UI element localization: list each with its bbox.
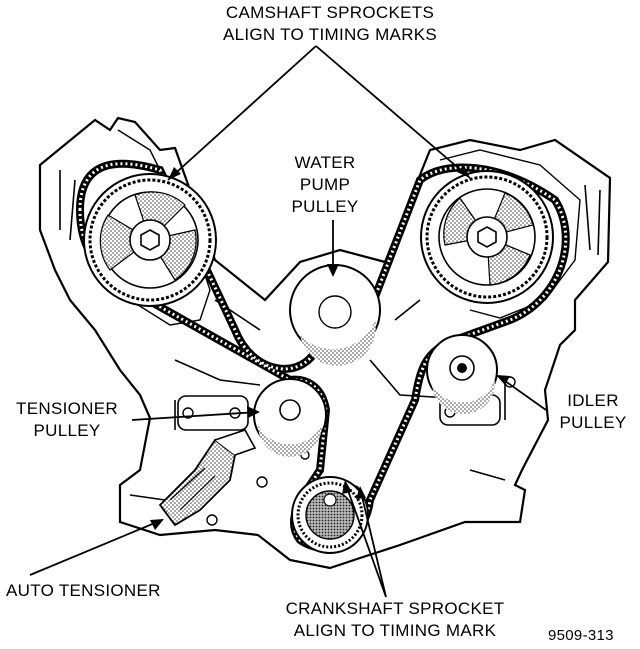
water-pump-label-line-3: PULLEY xyxy=(291,197,359,216)
tensioner-label-line-1: TENSIONER xyxy=(16,399,118,418)
crankshaft-sprocket xyxy=(291,476,369,554)
camshaft-sprockets-label: CAMSHAFT SPROCKETS ALIGN TO TIMING MARKS xyxy=(160,2,500,46)
camshaft-label-line-2: ALIGN TO TIMING MARKS xyxy=(222,25,438,44)
left-camshaft-sprocket xyxy=(83,173,217,307)
idler-pulley xyxy=(426,334,498,415)
figure-number: 9509-313 xyxy=(548,627,614,644)
callout-leaders xyxy=(29,45,547,598)
water-pump-label-line-2: PUMP xyxy=(299,175,351,194)
right-camshaft-sprocket xyxy=(420,170,554,304)
bolt xyxy=(206,514,218,526)
bolt xyxy=(256,476,268,488)
water-pump-pulley-label: WATER PUMP PULLEY xyxy=(265,152,385,218)
callout-arrowheads xyxy=(150,165,510,530)
tensioner-pulley-label: TENSIONER PULLEY xyxy=(2,398,132,442)
water-pump-pulley xyxy=(289,264,381,366)
auto-tensioner xyxy=(158,429,257,527)
camshaft-label-line-1: CAMSHAFT SPROCKETS xyxy=(225,3,435,22)
crankshaft-label-line-1: CRANKSHAFT SPROCKET xyxy=(285,599,505,618)
crankshaft-label-line-2: ALIGN TO TIMING MARK xyxy=(293,621,497,640)
water-pump-label-line-1: WATER xyxy=(294,153,356,172)
idler-pulley-label: IDLER PULLEY xyxy=(548,390,638,434)
crankshaft-sprocket-label: CRANKSHAFT SPROCKET ALIGN TO TIMING MARK xyxy=(255,598,535,642)
idler-label-line-2: PULLEY xyxy=(559,413,627,432)
block-upper-right-cover xyxy=(439,149,581,319)
auto-tensioner-label: AUTO TENSIONER xyxy=(6,581,161,600)
idler-label-line-1: IDLER xyxy=(567,391,619,410)
tensioner-label-line-2: PULLEY xyxy=(33,421,101,440)
tensioner-pulley xyxy=(253,378,327,457)
